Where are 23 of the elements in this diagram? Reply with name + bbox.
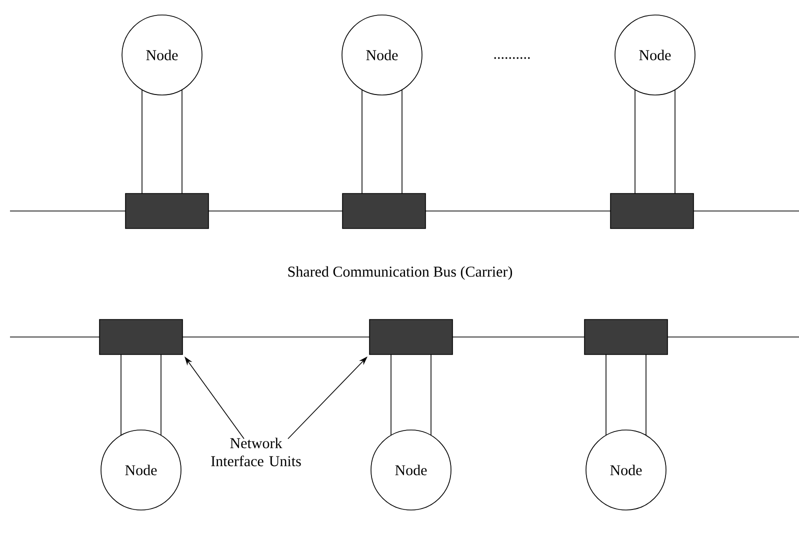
- interface-unit-box: [99, 319, 183, 355]
- connector-line: [634, 89, 636, 194]
- connector-line: [430, 354, 432, 436]
- interface-unit-box: [610, 193, 694, 229]
- interface-unit-box: [584, 319, 668, 355]
- bus-line: [208, 210, 343, 212]
- interface-unit-box: [369, 319, 453, 355]
- interface-unit-box: [342, 193, 426, 229]
- interface-unit-box: [125, 193, 209, 229]
- connector-line: [120, 354, 122, 436]
- bus-line: [693, 210, 799, 212]
- connector-line: [160, 354, 162, 436]
- connector-line: [390, 354, 392, 436]
- connector-line: [674, 89, 676, 194]
- bus-line: [182, 336, 370, 338]
- bus-line: [10, 336, 100, 338]
- bus-label: Shared Communication Bus (Carrier): [288, 266, 512, 280]
- callout-text: Network Interface Units: [211, 438, 301, 466]
- bus-line: [425, 210, 611, 212]
- bus-line: [667, 336, 799, 338]
- bus-line: [452, 336, 585, 338]
- ellipsis-dots: ..........: [494, 57, 530, 59]
- bus-line: [10, 210, 126, 212]
